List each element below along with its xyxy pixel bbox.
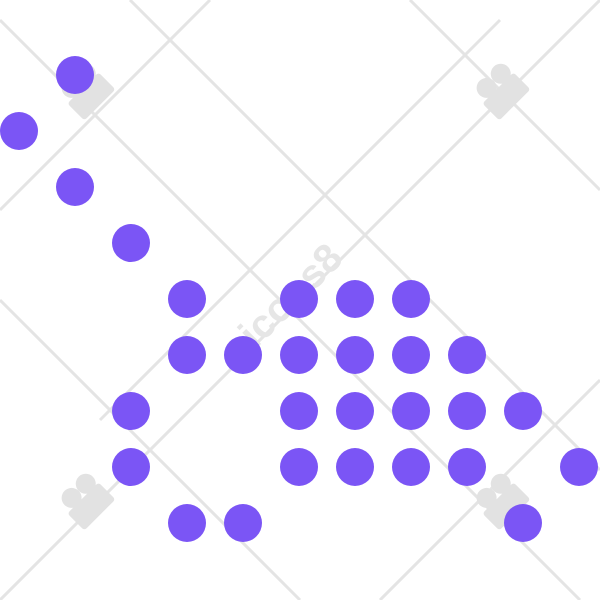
watermark-logo-bottom-right: [476, 473, 530, 530]
dot-4: [112, 224, 150, 262]
dot-7: [336, 280, 374, 318]
dot-19: [448, 392, 486, 430]
dot-15: [112, 392, 150, 430]
dot-28: [224, 504, 262, 542]
dot-18: [392, 392, 430, 430]
dot-1: [56, 56, 94, 94]
dot-23: [336, 448, 374, 486]
dot-3: [56, 168, 94, 206]
dot-13: [392, 336, 430, 374]
dot-6: [280, 280, 318, 318]
dot-14: [448, 336, 486, 374]
dot-17: [336, 392, 374, 430]
dot-27: [168, 504, 206, 542]
dot-25: [448, 448, 486, 486]
dot-22: [280, 448, 318, 486]
dot-8: [392, 280, 430, 318]
dot-29: [504, 504, 542, 542]
dot-9: [168, 336, 206, 374]
dot-20: [504, 392, 542, 430]
dot-16: [280, 392, 318, 430]
dot-26: [560, 448, 598, 486]
dot-12: [336, 336, 374, 374]
dot-10: [224, 336, 262, 374]
dot-5: [168, 280, 206, 318]
watermark-logo-top-right: [476, 63, 530, 120]
dot-group: [0, 56, 598, 542]
dot-2: [0, 112, 38, 150]
dot-11: [280, 336, 318, 374]
watermark-logo-bottom-left: [61, 473, 115, 530]
dot-24: [392, 448, 430, 486]
dot-21: [112, 448, 150, 486]
